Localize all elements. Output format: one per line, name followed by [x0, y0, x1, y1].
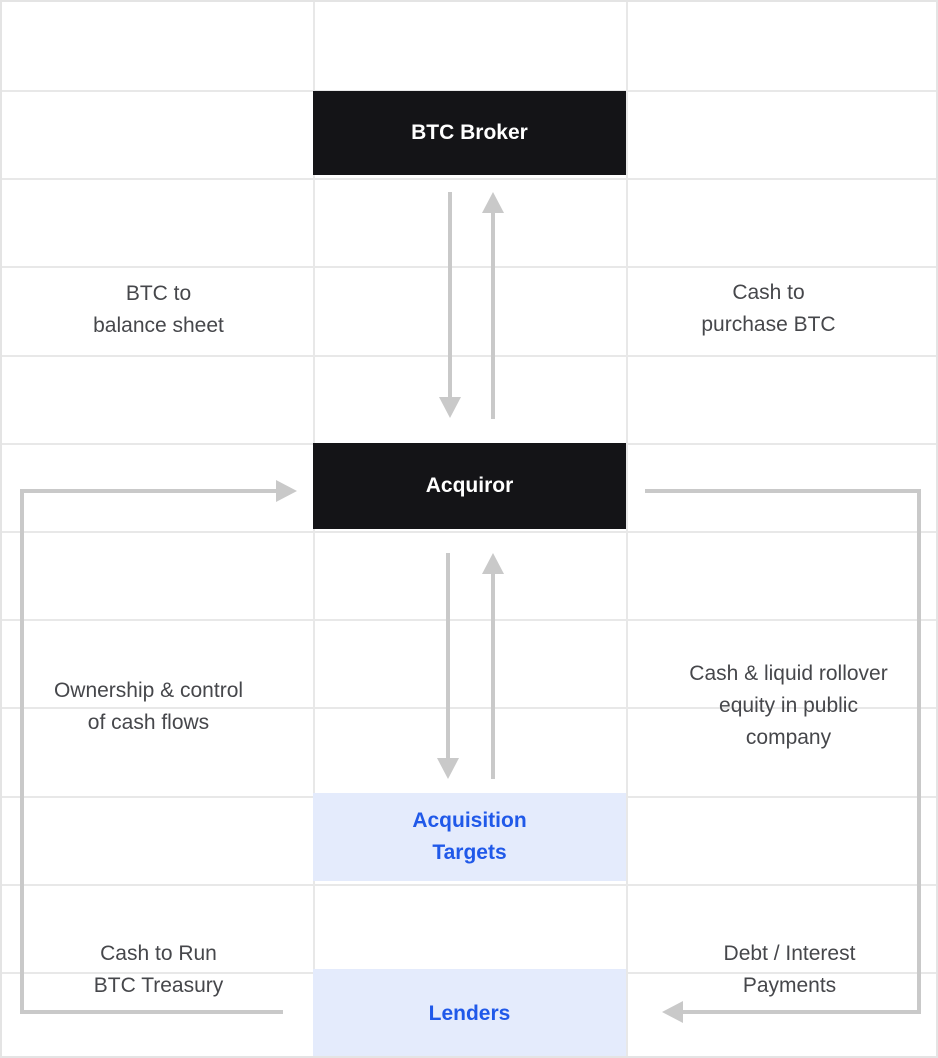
node-btc-broker-label: BTC Broker [411, 121, 528, 144]
grid-line [2, 90, 936, 92]
edge-label-line: Payments [742, 974, 837, 997]
edge-label-btc-to-balance-sheet: BTC to balance sheet [2, 278, 315, 342]
edge-label-line: equity in public [719, 694, 858, 717]
edge-label-cash-liquid-rollover: Cash & liquid rollover equity in public … [632, 658, 936, 754]
edge-label-ownership-control: Ownership & control of cash flows [2, 675, 305, 739]
edge-label-line: of cash flows [87, 711, 210, 734]
node-acquiror: Acquiror [313, 443, 626, 529]
grid-line [2, 884, 936, 886]
edge-label-cash-to-purchase-btc: Cash to purchase BTC [612, 277, 925, 341]
node-acquiror-label: Acquiror [425, 474, 514, 497]
grid-line [2, 619, 936, 621]
edge-label-line: Ownership & control [53, 679, 244, 702]
edge-label-line: Cash to [732, 281, 805, 304]
edge-label-line: balance sheet [93, 314, 224, 337]
grid-line [626, 2, 628, 1056]
edge-label-line: BTC Treasury [93, 974, 224, 997]
edge-label-cash-to-run: Cash to Run BTC Treasury [2, 938, 315, 1002]
grid-line [2, 178, 936, 180]
grid-line [2, 531, 936, 533]
grid-line [2, 355, 936, 357]
node-lenders: Lenders [313, 969, 626, 1056]
edge-label-line: Debt / Interest [723, 942, 856, 965]
node-acquisition-targets-label: Acquisition [412, 809, 527, 832]
edge-label-line: company [745, 726, 832, 749]
node-acquisition-targets-label: Targets [432, 841, 507, 864]
edge-label-line: Cash & liquid rollover [689, 662, 888, 685]
edge-label-line: Cash to Run [100, 942, 217, 965]
edge-label-debt-interest: Debt / Interest Payments [633, 938, 936, 1002]
edge-label-line: purchase BTC [701, 313, 836, 336]
grid-line [2, 707, 936, 709]
grid-line [2, 266, 936, 268]
edge-label-line: BTC to [125, 282, 192, 305]
node-lenders-label: Lenders [428, 1001, 511, 1025]
node-acquisition-targets: Acquisition Targets [313, 793, 626, 881]
grid-line [313, 2, 315, 1056]
node-btc-broker: BTC Broker [313, 91, 626, 175]
